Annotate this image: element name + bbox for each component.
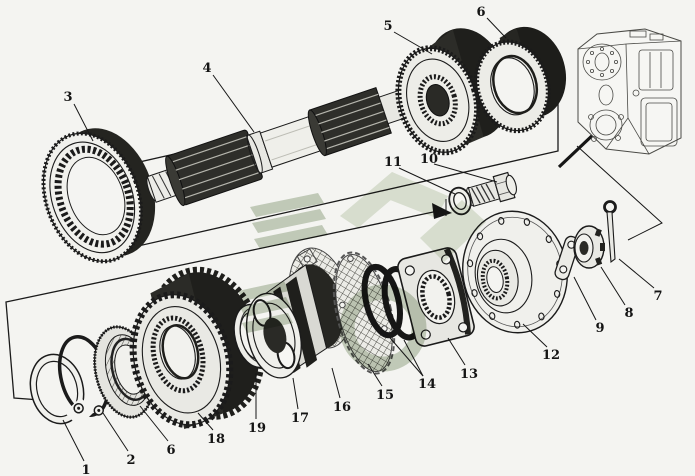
part-bolt-10 (466, 171, 517, 207)
part-label-5: 5 (383, 19, 392, 34)
part-label-6-top: 6 (476, 5, 485, 20)
part-label-16: 16 (333, 400, 351, 415)
gearbox-housing (577, 28, 682, 155)
watermark-logo (238, 172, 486, 372)
part-label-1: 1 (81, 463, 90, 476)
part-label-10: 10 (420, 152, 438, 167)
part-label-15: 15 (376, 388, 394, 403)
part-main-shaft-4 (146, 86, 420, 207)
leader-lines (62, 17, 655, 462)
part-lock-plate-9 (554, 235, 580, 281)
callout-labels: 3 4 5 6 10 11 1 2 6 18 19 17 16 15 14 13… (63, 5, 662, 476)
part-label-18: 18 (207, 432, 225, 447)
part-label-12: 12 (542, 348, 560, 363)
part-output-flange-12 (462, 210, 568, 334)
part-label-2: 2 (126, 453, 135, 468)
part-cotter-pin-7 (603, 200, 617, 264)
part-lock-ring-1 (29, 353, 85, 425)
part-label-6-bottom: 6 (166, 443, 175, 458)
part-label-8: 8 (624, 306, 633, 321)
part-label-7: 7 (653, 289, 662, 304)
part-ring-gear-3 (41, 128, 156, 264)
part-label-17: 17 (291, 411, 309, 426)
part-label-4: 4 (202, 61, 211, 76)
part-ring-6-top (474, 26, 567, 134)
part-label-3: 3 (63, 90, 72, 105)
part-label-9: 9 (595, 321, 604, 336)
part-label-19: 19 (248, 421, 266, 436)
mounting-leader-line (576, 145, 663, 241)
part-castle-nut-8 (573, 225, 605, 269)
part-label-11: 11 (384, 155, 402, 170)
part-label-13: 13 (460, 367, 478, 382)
part-label-14: 14 (418, 377, 436, 392)
